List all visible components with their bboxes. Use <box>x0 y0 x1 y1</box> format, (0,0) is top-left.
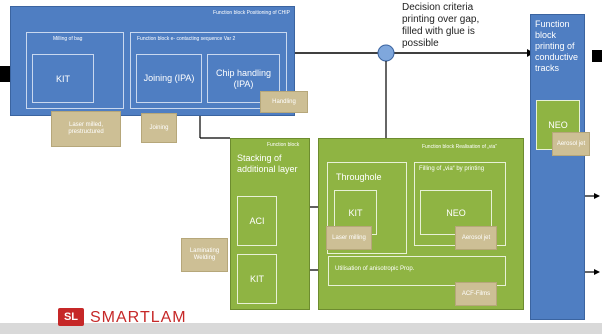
filling-title: Filling of „via“ by printing <box>419 166 485 172</box>
decision-node <box>377 44 395 62</box>
milling-kit-label: KIT <box>55 73 70 84</box>
stacking-kit-label: KIT <box>249 274 264 284</box>
throughole-title: Throughole <box>336 172 382 182</box>
stacking-note-label: Laminating Welding <box>189 248 220 261</box>
printing-tracks-title: Function block printing of conductive tr… <box>535 19 579 73</box>
aerosol-note-label: Aerosol jet <box>461 234 491 241</box>
aerosol-note: Aerosol jet <box>455 226 497 250</box>
milling-note-label: Laser milled, prestructured <box>68 122 104 135</box>
logo-text: SMARTLAM <box>90 309 187 326</box>
stacking-aci-label: ACI <box>249 216 265 226</box>
handling-note-label: Handling <box>272 98 296 105</box>
positioning-title: Function block Positioning of CHIP <box>213 10 290 16</box>
tracks-note-label: Aerosol jet <box>556 140 586 147</box>
via-title: Function block Realisation of „via“ <box>421 144 497 150</box>
tracks-neo-label: NEO <box>548 120 568 130</box>
stacking-aci: ACI <box>237 196 277 246</box>
contacting-title: Function block e- contacting sequence Va… <box>137 36 236 42</box>
tracks-note: Aerosol jet <box>552 132 590 156</box>
chip-handling-label: Chip handling (IPA) <box>215 67 272 89</box>
milling-kit: KIT <box>32 54 94 103</box>
decision-note: Decision criteria printing over gap, fil… <box>402 2 480 49</box>
logo-mark: SL <box>58 308 84 326</box>
joining-label: Joining (IPA) <box>143 73 195 83</box>
acf-note-label: ACF-Films <box>461 290 491 297</box>
anisotropic-label: Utilisation of anisotropic Prop. <box>335 266 415 272</box>
via-neo-label: NEO <box>446 207 466 218</box>
printing-tracks-block: Function block printing of conductive tr… <box>530 14 585 320</box>
milling-note: Laser milled, prestructured <box>51 111 121 147</box>
stacking-note: Laminating Welding <box>181 238 228 272</box>
laser-note-label: Laser milling <box>332 234 366 241</box>
stacking-kit: KIT <box>237 254 277 304</box>
joining-box: Joining (IPA) <box>136 54 202 103</box>
milling-title: Milling of bag <box>53 36 83 42</box>
footer-bar <box>0 323 602 334</box>
handling-note: Handling <box>260 91 308 113</box>
logo-mark-text: SL <box>63 311 79 323</box>
stacking-subtitle: Stacking of additional layer <box>237 153 298 174</box>
joining-note-label: Joining <box>149 124 169 131</box>
via-kit-label: KIT <box>348 207 363 218</box>
joining-note: Joining <box>141 113 177 143</box>
acf-note: ACF-Films <box>455 282 497 306</box>
stacking-title: Function block <box>267 142 300 148</box>
output-terminal <box>592 50 602 62</box>
laser-note: Laser milling <box>326 226 372 250</box>
anisotropic-block: Utilisation of anisotropic Prop. <box>328 256 506 286</box>
